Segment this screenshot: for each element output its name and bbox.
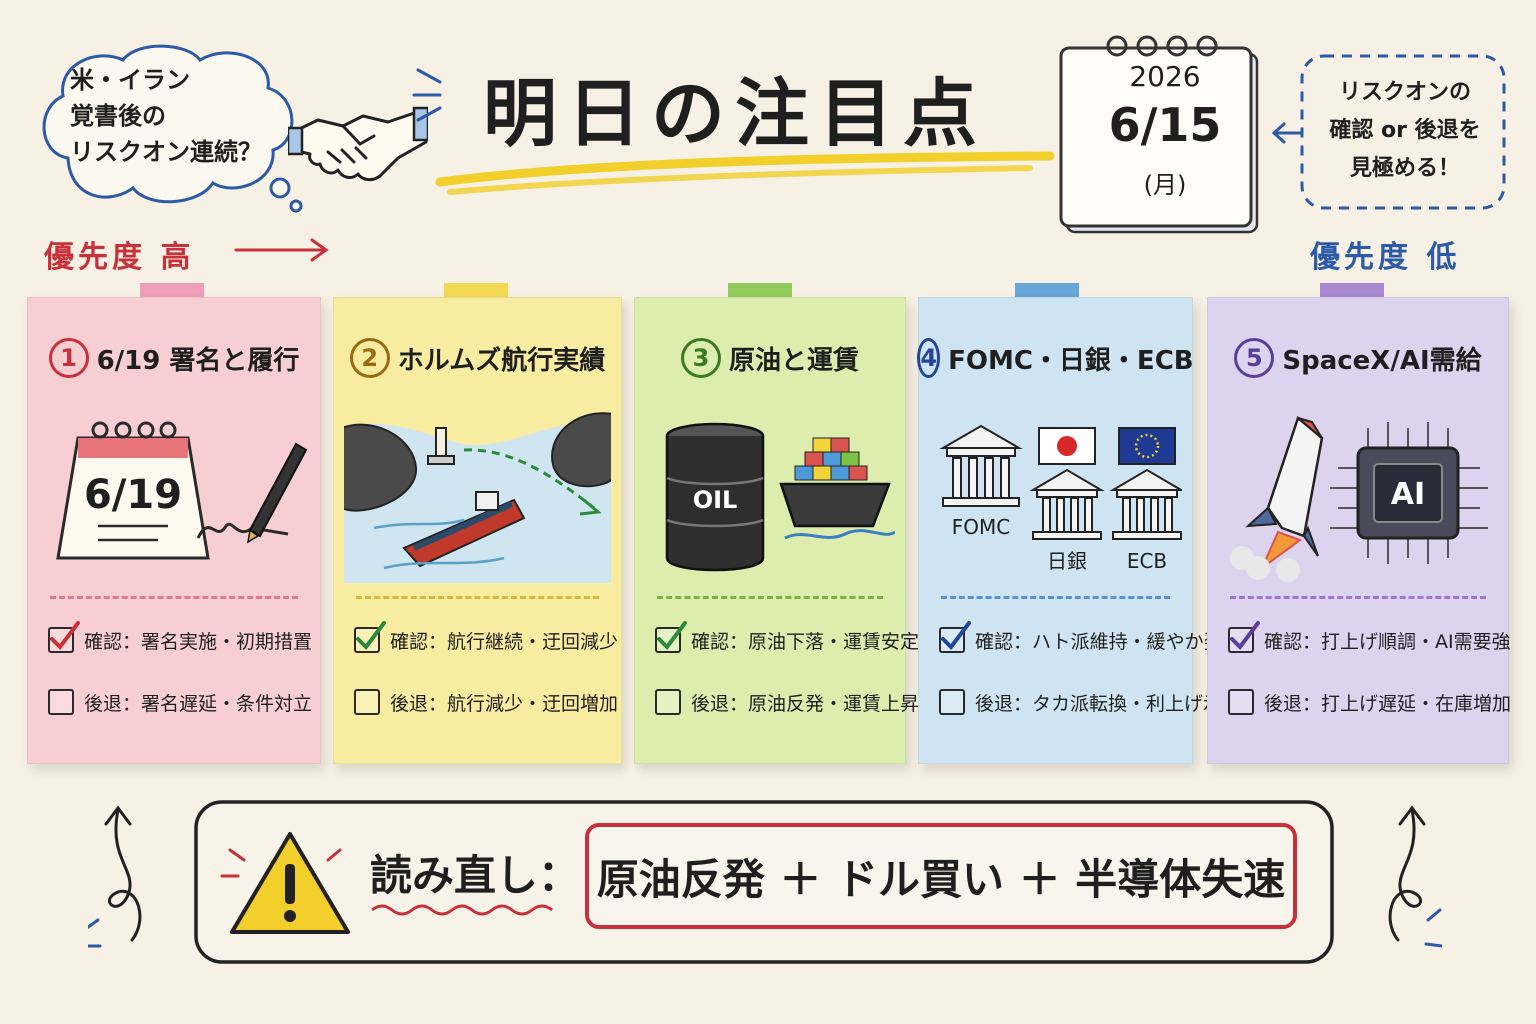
checkbox-label: 後退：打上げ遅延・在庫増加 (1264, 692, 1512, 715)
priority-high-label: 優先度 高 (44, 240, 195, 275)
checkbox-retreat[interactable]: 後退：原油反発・運賃上昇 (655, 684, 919, 720)
card-title: 2 ホルムズ航行実績 (334, 338, 621, 378)
checkbox[interactable] (655, 689, 681, 715)
checkbox[interactable] (48, 689, 74, 715)
calendar-weekday: (月) (1143, 171, 1187, 199)
arrow-left-icon (1271, 122, 1302, 144)
oil-label: OIL (693, 486, 738, 514)
card-title-text: SpaceX/AI需給 (1282, 345, 1482, 376)
checkbox-label: 確認：航行継続・迂回減少 (390, 630, 619, 653)
checkmark-icon (356, 621, 386, 651)
checkbox[interactable] (1228, 621, 1260, 653)
card-title-text: ホルムズ航行実績 (397, 345, 606, 376)
checkbox-confirm[interactable]: 確認：航行継続・迂回減少 (354, 621, 618, 658)
divider (356, 596, 599, 599)
checkbox[interactable] (655, 621, 687, 653)
checkbox-label: 後退：タカ派転換・利上げ示唆 (975, 692, 1242, 715)
checkbox-label: 確認：ハト派維持・緩やか姿勢 (975, 630, 1242, 653)
card-title-text: 6/19 署名と履行 (96, 345, 300, 376)
calendar-year: 2026 (1129, 60, 1201, 93)
side-note-frame (1300, 54, 1506, 210)
divider (50, 596, 298, 599)
calendar-date: 6/15 (1108, 98, 1222, 152)
reread-label: 読み直し： (370, 851, 581, 900)
thought-bubble-text: 米・イラン 覚書後の リスクオン連続？ (70, 66, 262, 166)
checkbox[interactable] (354, 621, 386, 653)
card-number: 4 (917, 338, 941, 378)
card-title-text: FOMC・日銀・ECB (948, 345, 1194, 376)
checkbox-label: 後退：原油反発・運賃上昇 (691, 692, 920, 715)
emphasis-marks-icon (412, 68, 442, 122)
central-banks-icon: FOMC 日銀 ECB (939, 424, 1182, 573)
calendar-signature-icon: 6/19 (56, 421, 308, 560)
checkbox[interactable] (1228, 689, 1254, 715)
checkbox-confirm[interactable]: 確認：打上げ順調・AI需要強 (1228, 621, 1511, 658)
checkmark-icon (657, 621, 687, 651)
calendar-icon (1059, 35, 1259, 234)
card-title: 4 FOMC・日銀・ECB (917, 338, 1194, 378)
checkbox-label: 後退：署名遅延・条件対立 (84, 692, 313, 715)
checkmark-icon (941, 621, 971, 651)
checkbox[interactable] (354, 689, 380, 715)
checkbox-label: 確認：署名実施・初期措置 (84, 630, 313, 653)
card-title: 3 原油と運賃 (635, 338, 905, 378)
divider (657, 596, 883, 599)
strait-ship-icon (344, 412, 611, 583)
rocket-ai-chip-icon: AI (1230, 415, 1488, 582)
divider (941, 596, 1170, 599)
card-title: 1 6/19 署名と履行 (28, 338, 320, 378)
reread-banner (194, 800, 1334, 964)
fomc-label: FOMC (952, 515, 1010, 539)
ai-chip-label: AI (1391, 477, 1425, 512)
ecb-label: ECB (1127, 549, 1167, 573)
checkbox-confirm[interactable]: 確認：ハト派維持・緩やか姿勢 (939, 621, 1242, 658)
checkbox-label: 後退：航行減少・迂回増加 (390, 692, 619, 715)
arrow-right-icon (234, 238, 329, 262)
card-title: 5 SpaceX/AI需給 (1208, 338, 1508, 378)
checkbox-confirm[interactable]: 確認：署名実施・初期措置 (48, 621, 313, 658)
divider (1230, 596, 1486, 599)
curly-arrow-up-icon (88, 805, 142, 948)
side-note-text: リスクオンの 確認 or 後退を 見極める！ (1329, 80, 1481, 181)
card-number: 3 (680, 338, 721, 378)
card-central-banks: 4 FOMC・日銀・ECB FOMC 日銀 ECB 確認：ハト派維持・ (917, 297, 1242, 764)
warning-icon (220, 832, 350, 934)
checkbox[interactable] (939, 621, 971, 653)
checkbox[interactable] (48, 621, 80, 653)
card-signing: 1 6/19 署名と履行 6/19 確認：署名実施・初期措置 後退：署名遅延・条… (27, 297, 321, 764)
card-spacex-ai: 5 SpaceX/AI需給 AI 確認：打上げ順調・AI需要強 後退：打上げ遅延… (1207, 297, 1511, 764)
card-number: 2 (349, 338, 390, 378)
oil-barrel-ship-icon: OIL (665, 422, 895, 572)
page-title: 明日の注目点 (483, 70, 987, 157)
checkmark-icon (1230, 621, 1260, 651)
priority-low-label: 優先度 低 (1310, 240, 1461, 275)
checkmark-icon (50, 621, 80, 651)
card-oil-freight: 3 原油と運賃 OIL 確認：原油下落・運賃安定 後退：原油反発・運賃上昇 (634, 297, 919, 764)
checkbox-label: 確認：原油下落・運賃安定 (691, 630, 920, 653)
checkbox[interactable] (939, 689, 965, 715)
checkbox-label: 確認：打上げ順調・AI需要強 (1264, 630, 1511, 653)
reread-formula: 原油反発 ＋ ドル買い ＋ 半導体失速 (585, 823, 1297, 929)
squiggle-underline (371, 904, 553, 916)
title-highlight (435, 151, 1055, 195)
checkbox-retreat[interactable]: 後退：打上げ遅延・在庫増加 (1228, 684, 1511, 720)
checkbox-confirm[interactable]: 確認：原油下落・運賃安定 (655, 621, 919, 658)
calendar-date-text: 6/19 (84, 472, 182, 518)
handshake-icon (288, 106, 428, 182)
card-number: 5 (1234, 338, 1275, 378)
boj-label: 日銀 (1047, 549, 1087, 573)
card-hormuz: 2 ホルムズ航行実績 確認：航行継続・迂回減少 後退：航行減少・迂回増加 (333, 297, 622, 764)
card-title-text: 原油と運賃 (728, 345, 859, 376)
thought-bubble (42, 44, 303, 213)
card-number: 1 (48, 338, 89, 378)
checkbox-retreat[interactable]: 後退：航行減少・迂回増加 (354, 684, 618, 720)
checkbox-retreat[interactable]: 後退：タカ派転換・利上げ示唆 (939, 684, 1241, 720)
checkbox-retreat[interactable]: 後退：署名遅延・条件対立 (48, 684, 313, 720)
curly-arrow-up-icon (1388, 805, 1442, 948)
